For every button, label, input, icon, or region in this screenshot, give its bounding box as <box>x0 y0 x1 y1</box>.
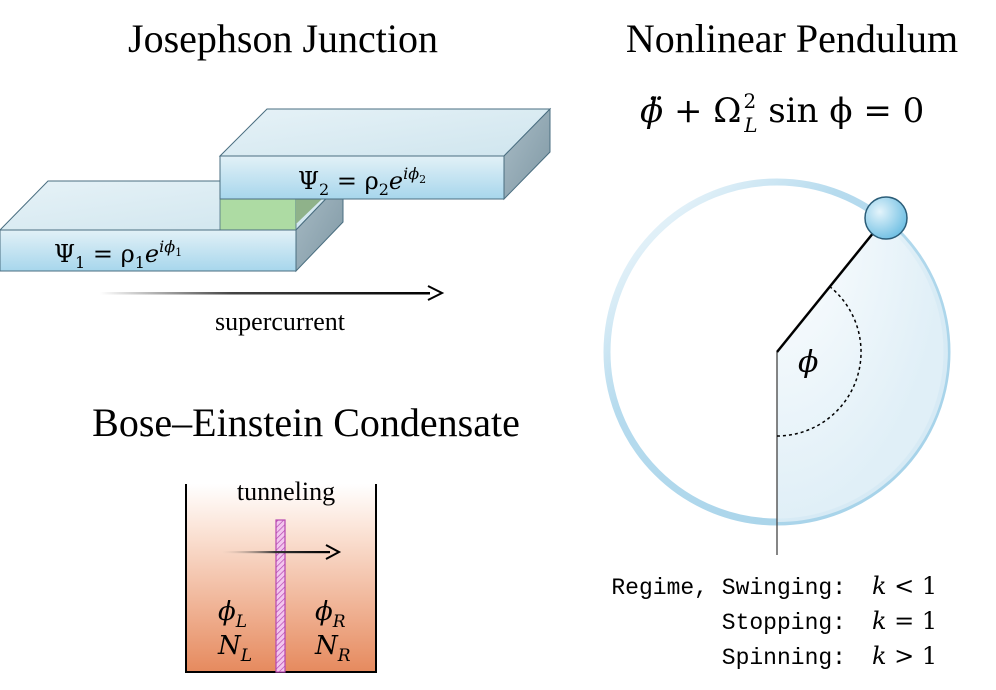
junction-barrier-side <box>296 199 322 224</box>
tunneling-arrow <box>222 544 342 560</box>
regime-swinging-label: Regime, Swinging: <box>611 575 846 601</box>
junction-barrier <box>219 198 297 231</box>
n-left: NL <box>217 631 252 666</box>
psi2-label: Ψ2 = ρ2eiϕ2 <box>298 164 426 199</box>
pendulum-bob <box>864 196 908 240</box>
phi-right: ϕR <box>315 597 346 632</box>
phi-left: ϕL <box>218 597 247 632</box>
upper-slab-front-face <box>219 155 505 200</box>
angle-arc <box>776 285 862 437</box>
regime-stopping-condition: k = 1 <box>872 607 937 635</box>
supercurrent-label: supercurrent <box>215 307 346 336</box>
tunnel-barrier <box>275 519 286 673</box>
regime-spinning-label: Spinning: <box>722 645 846 671</box>
pendulum-figure: ϕ <box>603 178 951 555</box>
upper-superconductor-slab <box>218 107 552 231</box>
regime-swinging-condition: k < 1 <box>872 572 937 600</box>
bec-double-well <box>185 484 377 673</box>
supercurrent-arrow <box>100 285 445 301</box>
regime-stopping-label: Stopping: <box>722 610 846 636</box>
angle-wedge <box>777 220 948 523</box>
n-right: NR <box>314 631 351 666</box>
pendulum-title: Nonlinear Pendulum <box>626 16 958 61</box>
tunneling-label: tunneling <box>237 477 335 506</box>
josephson-title: Josephson Junction <box>128 16 438 61</box>
psi1-label: Ψ1 = ρ1eiϕ1 <box>54 237 182 272</box>
regime-spinning-condition: k > 1 <box>872 642 937 670</box>
angle-phi-label: ϕ <box>798 345 818 380</box>
regime-list: Regime, Swinging: k < 1 Stopping: k = 1 … <box>611 572 937 671</box>
upper-slab-top-face <box>218 108 552 157</box>
pendulum-rod <box>776 231 875 353</box>
bec-title: Bose–Einstein Condensate <box>92 400 520 445</box>
lower-slab-front-face <box>0 229 297 272</box>
